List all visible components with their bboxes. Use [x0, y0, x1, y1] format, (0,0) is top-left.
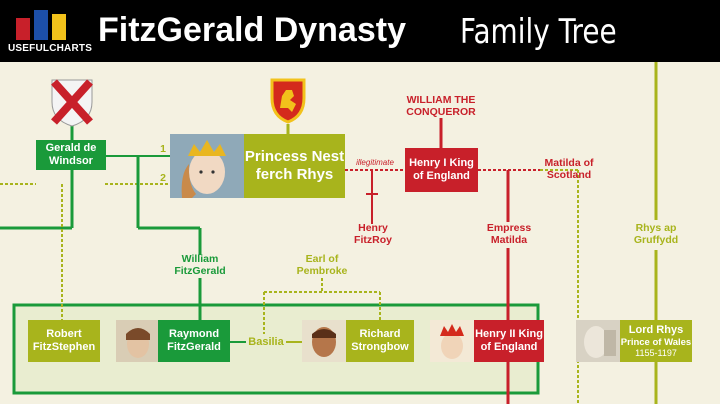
lord-rhys-name: Lord Rhys	[628, 323, 684, 336]
matilda-of-scotland-label: Matilda of Scotland	[544, 157, 594, 181]
usefulcharts-logo[interactable]: USEFULCHARTS	[8, 8, 93, 56]
marriage-1-label: 1	[160, 143, 166, 155]
lord-rhys-dates: 1155-1197	[635, 347, 677, 358]
node-henry-i[interactable]: Henry I King of England	[405, 148, 478, 192]
page-title: FitzGerald Dynasty	[98, 11, 406, 49]
logo-brand-text: USEFULCHARTS	[8, 43, 93, 54]
illegitimate-label: illegitimate	[356, 158, 394, 167]
welsh-lion-shield-icon	[270, 78, 306, 124]
node-princess-nest[interactable]: Princess Nest ferch Rhys	[244, 134, 345, 198]
henry-fitzroy-label: Henry FitzRoy	[354, 222, 392, 246]
node-henry-ii[interactable]: Henry II King of England	[474, 320, 544, 362]
logo-bars-icon	[16, 10, 68, 40]
lord-rhys-portrait-image	[576, 320, 620, 362]
node-robert-fitzstephen[interactable]: Robert FitzStephen	[28, 320, 100, 362]
empress-matilda-label: Empress Matilda	[486, 222, 532, 246]
header-bar: USEFULCHARTS FitzGerald Dynasty Family T…	[0, 0, 720, 62]
node-gerald-de-windsor[interactable]: Gerald de Windsor	[36, 140, 106, 170]
henry-ii-portrait-image	[430, 320, 474, 362]
node-richard-strongbow[interactable]: Richard Strongbow	[346, 320, 414, 362]
rhys-ap-gruffydd-label: Rhys ap Gruffydd	[633, 222, 679, 246]
william-fitzgerald-label: William FitzGerald	[174, 253, 226, 277]
node-lord-rhys[interactable]: Lord Rhys Prince of Wales 1155-1197	[620, 320, 692, 362]
marriage-2-label: 2	[160, 172, 166, 184]
raymond-portrait-image	[116, 320, 158, 362]
william-the-conqueror-label: WILLIAM THE CONQUEROR	[406, 94, 476, 118]
earl-of-pembroke-label: Earl of Pembroke	[296, 253, 348, 277]
nest-portrait-image	[170, 134, 244, 198]
lord-rhys-title: Prince of Wales	[620, 336, 692, 348]
red-saltire-shield-icon	[51, 79, 93, 127]
basilia-label: Basilia	[248, 336, 284, 348]
page-subtitle: Family Tree	[460, 12, 617, 52]
node-raymond-fitzgerald[interactable]: Raymond FitzGerald	[158, 320, 230, 362]
richard-portrait-image	[302, 320, 346, 362]
